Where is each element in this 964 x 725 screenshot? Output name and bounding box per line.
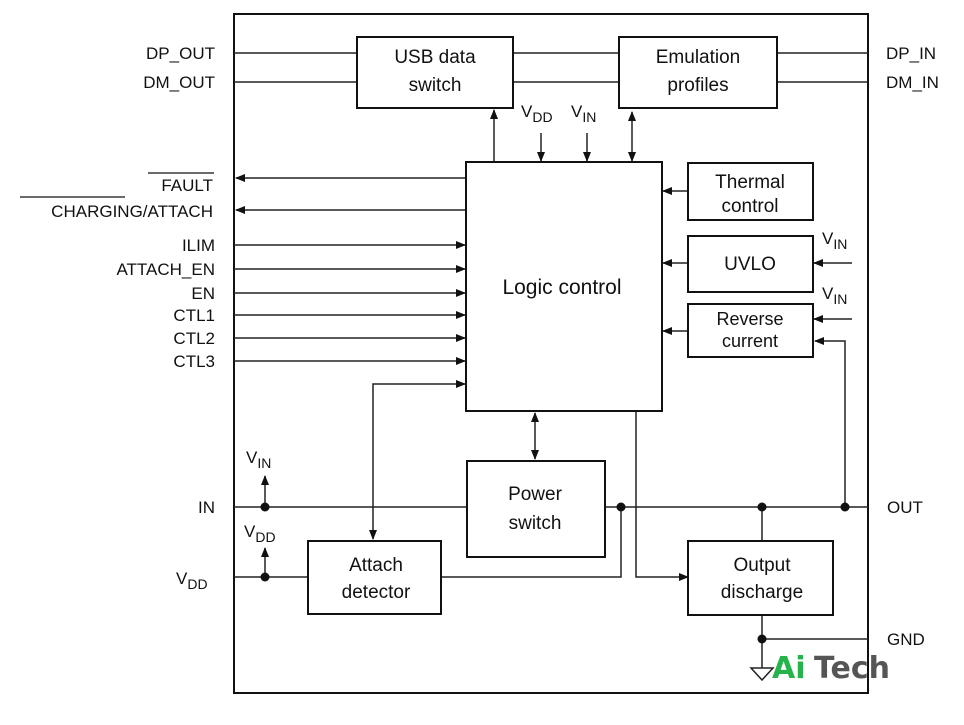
power-switch-block: Power switch <box>466 460 606 558</box>
pin-vdd: VDD <box>176 569 208 592</box>
output-discharge-block: Output discharge <box>687 540 834 616</box>
svg-text:Tech: Tech <box>814 651 890 686</box>
reverse-current-block: Reverse current <box>687 303 814 358</box>
svg-text:switch: switch <box>409 75 462 96</box>
pin-en: EN <box>191 284 215 303</box>
svg-text:Ai: Ai <box>772 651 806 686</box>
chip-outline <box>233 13 869 694</box>
junction-dots <box>260 502 850 644</box>
pin-ctl1: CTL1 <box>173 306 215 325</box>
logic-top-connections <box>490 109 636 162</box>
attach-logic-link <box>369 380 466 540</box>
svg-text:UVLO: UVLO <box>724 254 776 275</box>
thermal-control-block: Thermal control <box>687 162 814 221</box>
pin-dp-in: DP_IN <box>886 44 936 63</box>
svg-text:current: current <box>722 331 778 351</box>
svg-text:Logic control: Logic control <box>502 276 621 299</box>
right-pin-labels: DP_IN DM_IN OUT GND <box>886 44 939 649</box>
svg-text:Power: Power <box>508 484 563 505</box>
data-lines <box>234 52 868 83</box>
pin-in: IN <box>198 498 215 517</box>
svg-text:discharge: discharge <box>721 582 803 603</box>
pin-dm-out: DM_OUT <box>143 73 215 92</box>
emulation-profiles-block: Emulation profiles <box>618 36 778 109</box>
left-pin-labels: DP_OUT DM_OUT FAULT CHARGING/ATTACH ILIM… <box>20 44 215 592</box>
svg-text:control: control <box>721 196 778 217</box>
pin-attach-en: ATTACH_EN <box>116 260 215 279</box>
pin-gnd: GND <box>887 630 925 649</box>
svg-text:Attach: Attach <box>349 555 403 576</box>
pin-charging-attach: CHARGING/ATTACH <box>51 202 213 221</box>
logic-control-block: Logic control <box>465 161 663 412</box>
pin-ctl2: CTL2 <box>173 329 215 348</box>
svg-text:profiles: profiles <box>667 75 728 96</box>
svg-text:detector: detector <box>342 582 411 603</box>
supply-labels: VDD VIN VIN VIN VIN VDD <box>244 102 847 545</box>
svg-text:Reverse: Reverse <box>716 309 783 329</box>
uvlo-block: UVLO <box>687 235 814 293</box>
usb-data-switch-block: USB data switch <box>356 36 514 109</box>
aitech-watermark: Ai Tech <box>772 651 890 686</box>
supply-vdd-top: VDD <box>521 102 553 125</box>
logic-discharge-link <box>635 412 689 581</box>
right-block-connections <box>662 187 852 507</box>
pin-dm-in: DM_IN <box>886 73 939 92</box>
svg-text:Emulation: Emulation <box>656 47 741 68</box>
supply-vin-top: VIN <box>571 102 596 125</box>
attach-detector-block: Attach detector <box>307 540 442 615</box>
svg-text:Thermal: Thermal <box>715 172 785 193</box>
pin-fault: FAULT <box>161 176 213 195</box>
supply-vin-reverse: VIN <box>822 284 847 307</box>
power-path <box>234 475 868 682</box>
svg-text:Output: Output <box>733 555 791 576</box>
supply-vdd-left: VDD <box>244 522 276 545</box>
supply-vin-in: VIN <box>246 448 271 471</box>
pin-dp-out: DP_OUT <box>146 44 215 63</box>
left-signal-lines <box>234 174 466 365</box>
pin-out: OUT <box>887 498 923 517</box>
supply-vin-uvlo: VIN <box>822 229 847 252</box>
pin-ilim: ILIM <box>182 236 215 255</box>
svg-text:switch: switch <box>509 513 562 534</box>
svg-text:USB data: USB data <box>394 47 476 68</box>
pin-ctl3: CTL3 <box>173 352 215 371</box>
